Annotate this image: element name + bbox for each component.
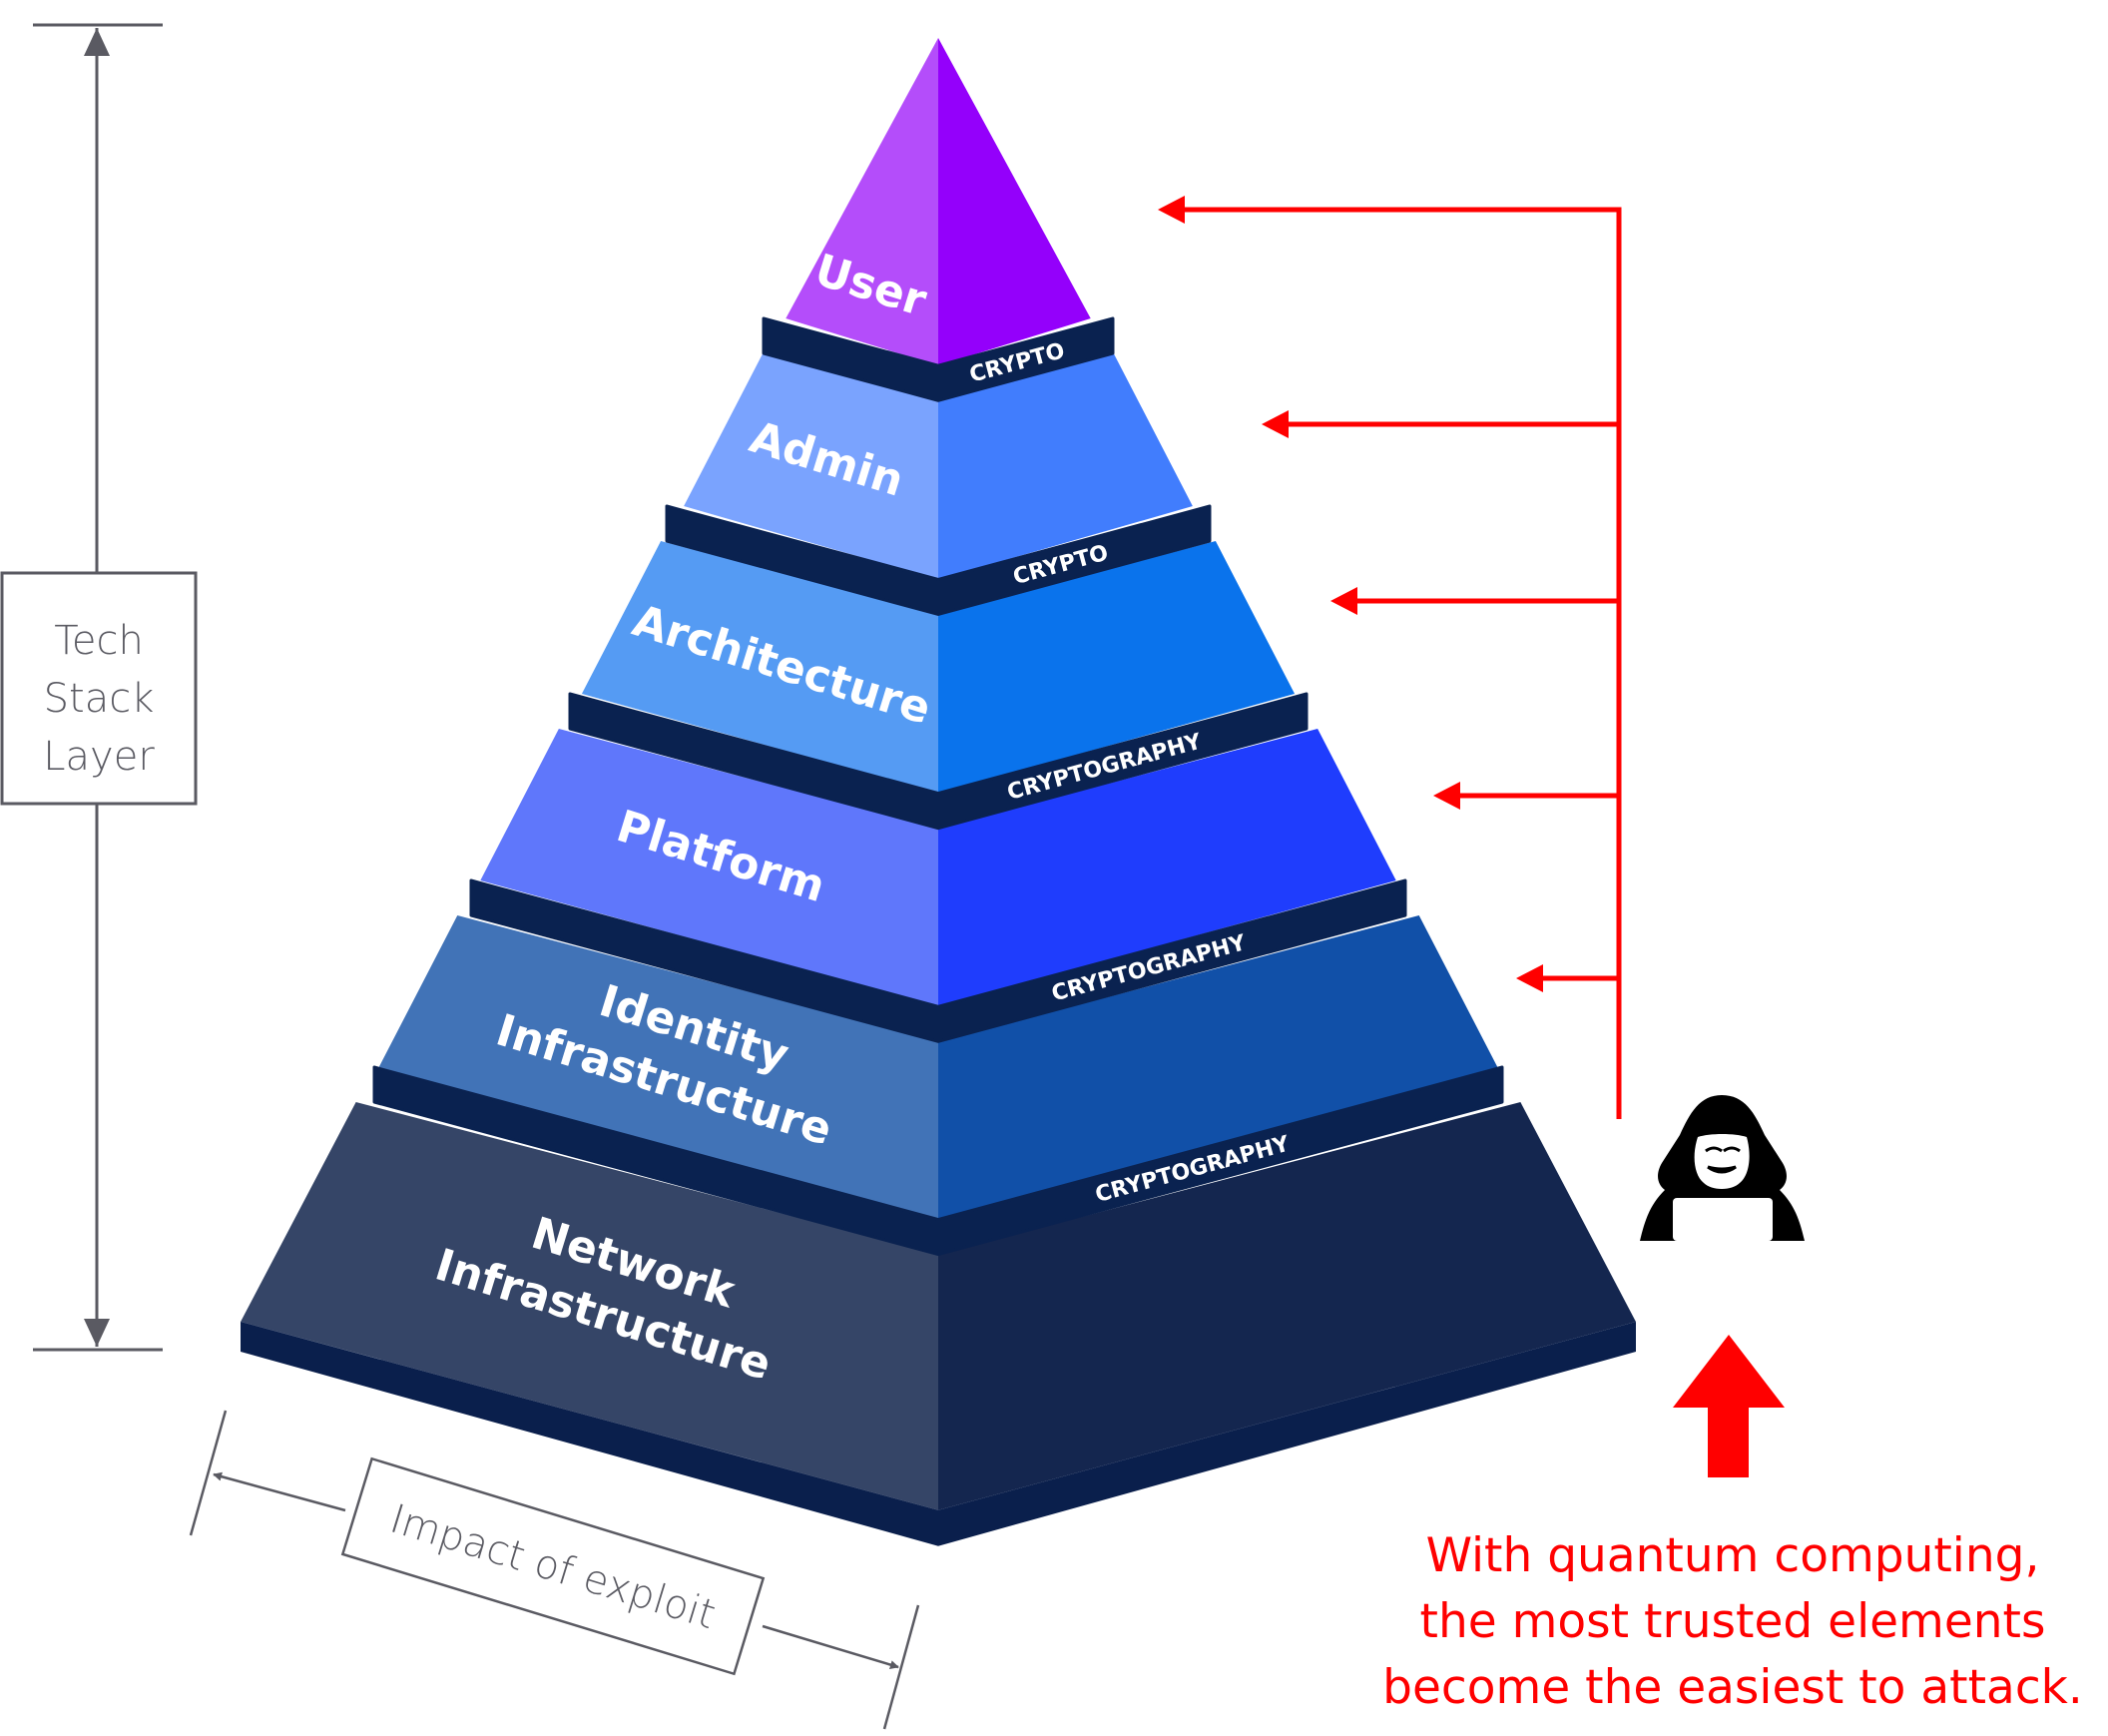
big-up-arrow-icon (1673, 1335, 1785, 1477)
tech-stack-label-line-2: Stack (44, 676, 155, 722)
crypto-band-3 (469, 878, 1407, 1043)
layer-4-left-face (378, 915, 938, 1220)
layer-0-left-face (786, 38, 938, 366)
layer-2-right-face (938, 541, 1296, 794)
attack-arrowhead-identity-icon (1516, 964, 1543, 992)
crypto-band-0 (762, 316, 1115, 402)
impact-right-arrow (762, 1624, 899, 1669)
attack-trunk-line (1183, 207, 1622, 1119)
tech-stack-label-line-1: Tech (54, 618, 144, 664)
layer-4-right-face (938, 915, 1498, 1220)
crypto-band-4 (372, 1065, 1504, 1257)
layer-0-right-face (938, 38, 1091, 366)
crypto-band-2 (568, 692, 1309, 831)
layer-1-left-face (684, 353, 938, 580)
attack-arrowhead-admin-icon (1262, 410, 1289, 438)
axis-up-arrowhead-icon (84, 28, 110, 56)
attack-arrowhead-architecture-icon (1330, 587, 1357, 615)
hacker-icon (1640, 1095, 1805, 1241)
layer-5-right-face (938, 1102, 1636, 1510)
impact-label-box (340, 1456, 766, 1676)
layer-5-left-face (241, 1102, 938, 1510)
layer-1-right-face (938, 353, 1193, 580)
pyramid: CRYPTOCRYPTOCRYPTOGRAPHYCRYPTOGRAPHYCRYP… (241, 38, 1636, 1546)
layer-2-left-face (581, 541, 938, 794)
warning-line-1: With quantum computing, (1426, 1528, 2040, 1583)
attack-arrowhead-user-icon (1158, 196, 1185, 224)
tech-stack-label-box (0, 571, 198, 806)
warning-line-2: the most trusted elements (1420, 1594, 2046, 1649)
impact-left-arrow (213, 1471, 346, 1512)
impact-right-tick (882, 1604, 920, 1730)
warning-line-3: become the easiest to attack. (1382, 1660, 2083, 1715)
attack-arrowhead-platform-icon (1433, 782, 1460, 810)
quantum-warning: With quantum computing, the most trusted… (1382, 1528, 2083, 1715)
axis-down-arrowhead-icon (84, 1319, 110, 1347)
impact-left-tick (189, 1410, 228, 1536)
crypto-band-1 (665, 504, 1212, 616)
tech-stack-label-line-3: Layer (43, 734, 155, 780)
attack-arrows (1158, 196, 1622, 1119)
tech-stack-axis: Tech Stack Layer (0, 23, 198, 1352)
